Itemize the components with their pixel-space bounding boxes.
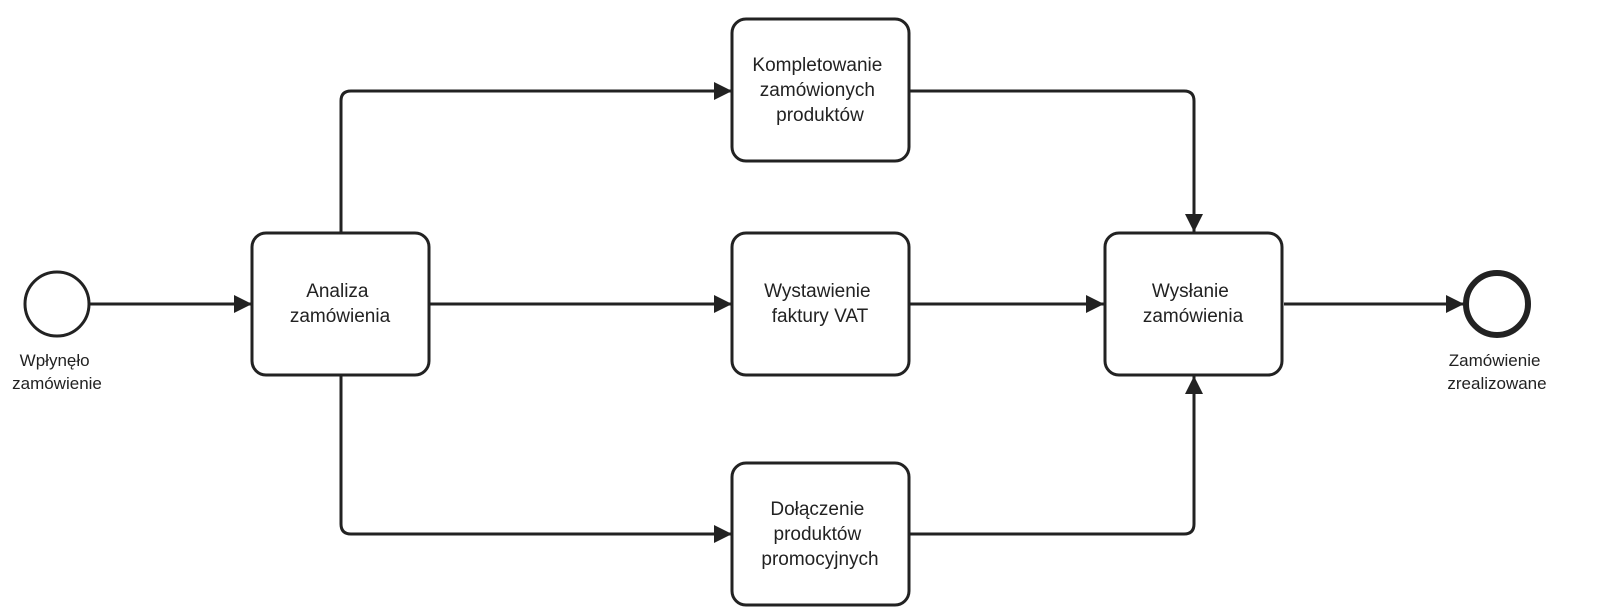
start-event-label-line-1: Wpłynęło bbox=[20, 351, 90, 370]
flow-analiza-to-dolaczenie[interactable] bbox=[339, 376, 732, 543]
sequence-flows bbox=[90, 82, 1464, 543]
task-faktura-label: Wystawienie faktury VAT bbox=[764, 281, 876, 327]
end-event-circle[interactable] bbox=[1463, 270, 1531, 338]
end-event[interactable]: Zamówienie zrealizowane bbox=[1447, 270, 1547, 393]
task-dolaczenie[interactable]: Dołączenie produktów promocyjnych bbox=[730, 461, 911, 607]
task-wyslanie-box[interactable] bbox=[1103, 231, 1284, 377]
task-wyslanie-zamowienia[interactable]: Wysłanie zamówienia bbox=[1103, 231, 1284, 377]
task-dolaczenie-label-line-3: promocyjnych bbox=[761, 549, 878, 570]
flow-dolaczenie-to-wyslanie[interactable] bbox=[910, 376, 1203, 536]
task-analiza-zamowienia[interactable]: Analiza zamówienia bbox=[250, 231, 431, 377]
task-wyslanie-label-line-1: Wysłanie bbox=[1152, 281, 1229, 302]
task-dolaczenie-box[interactable] bbox=[730, 461, 911, 607]
task-analiza-label-line-1: Analiza bbox=[306, 281, 369, 302]
flow-analiza-to-kompletowanie[interactable] bbox=[339, 82, 732, 232]
end-event-label-line-1: Zamówienie bbox=[1449, 351, 1541, 370]
task-wyslanie-label: Wysłanie zamówienia bbox=[1143, 281, 1244, 327]
task-analiza-box[interactable] bbox=[250, 231, 431, 377]
task-faktura-label-line-1: Wystawienie bbox=[764, 281, 870, 302]
task-wyslanie-label-line-2: zamówienia bbox=[1143, 306, 1244, 327]
start-event-label: Wpłynęło zamówienie bbox=[12, 351, 102, 393]
task-faktura-label-line-2: faktury VAT bbox=[772, 306, 869, 327]
end-event-label: Zamówienie zrealizowane bbox=[1447, 351, 1546, 393]
start-event-circle[interactable] bbox=[23, 270, 91, 338]
start-event-label-line-2: zamówienie bbox=[12, 374, 102, 393]
task-kompletowanie-label-line-1: Kompletowanie bbox=[752, 55, 882, 76]
task-wystawienie-faktury[interactable]: Wystawienie faktury VAT bbox=[730, 231, 911, 377]
task-dolaczenie-label: Dołączenie produktów promocyjnych bbox=[761, 499, 878, 570]
task-faktura-box[interactable] bbox=[730, 231, 911, 377]
start-event[interactable]: Wpłynęło zamówienie bbox=[12, 270, 102, 393]
end-event-label-line-2: zrealizowane bbox=[1447, 374, 1546, 393]
task-kompletowanie-label: Kompletowanie zamówionych produktów bbox=[752, 55, 887, 126]
task-dolaczenie-label-line-2: produktów bbox=[774, 524, 862, 545]
task-kompletowanie[interactable]: Kompletowanie zamówionych produktów bbox=[730, 17, 911, 163]
task-kompletowanie-label-line-3: produktów bbox=[776, 105, 864, 126]
task-kompletowanie-label-line-2: zamówionych bbox=[760, 80, 875, 101]
task-kompletowanie-box[interactable] bbox=[730, 17, 911, 163]
task-analiza-label: Analiza zamówienia bbox=[290, 281, 391, 327]
task-analiza-label-line-2: zamówienia bbox=[290, 306, 391, 327]
task-dolaczenie-label-line-1: Dołączenie bbox=[770, 499, 864, 520]
flow-kompletowanie-to-wyslanie[interactable] bbox=[910, 89, 1203, 232]
